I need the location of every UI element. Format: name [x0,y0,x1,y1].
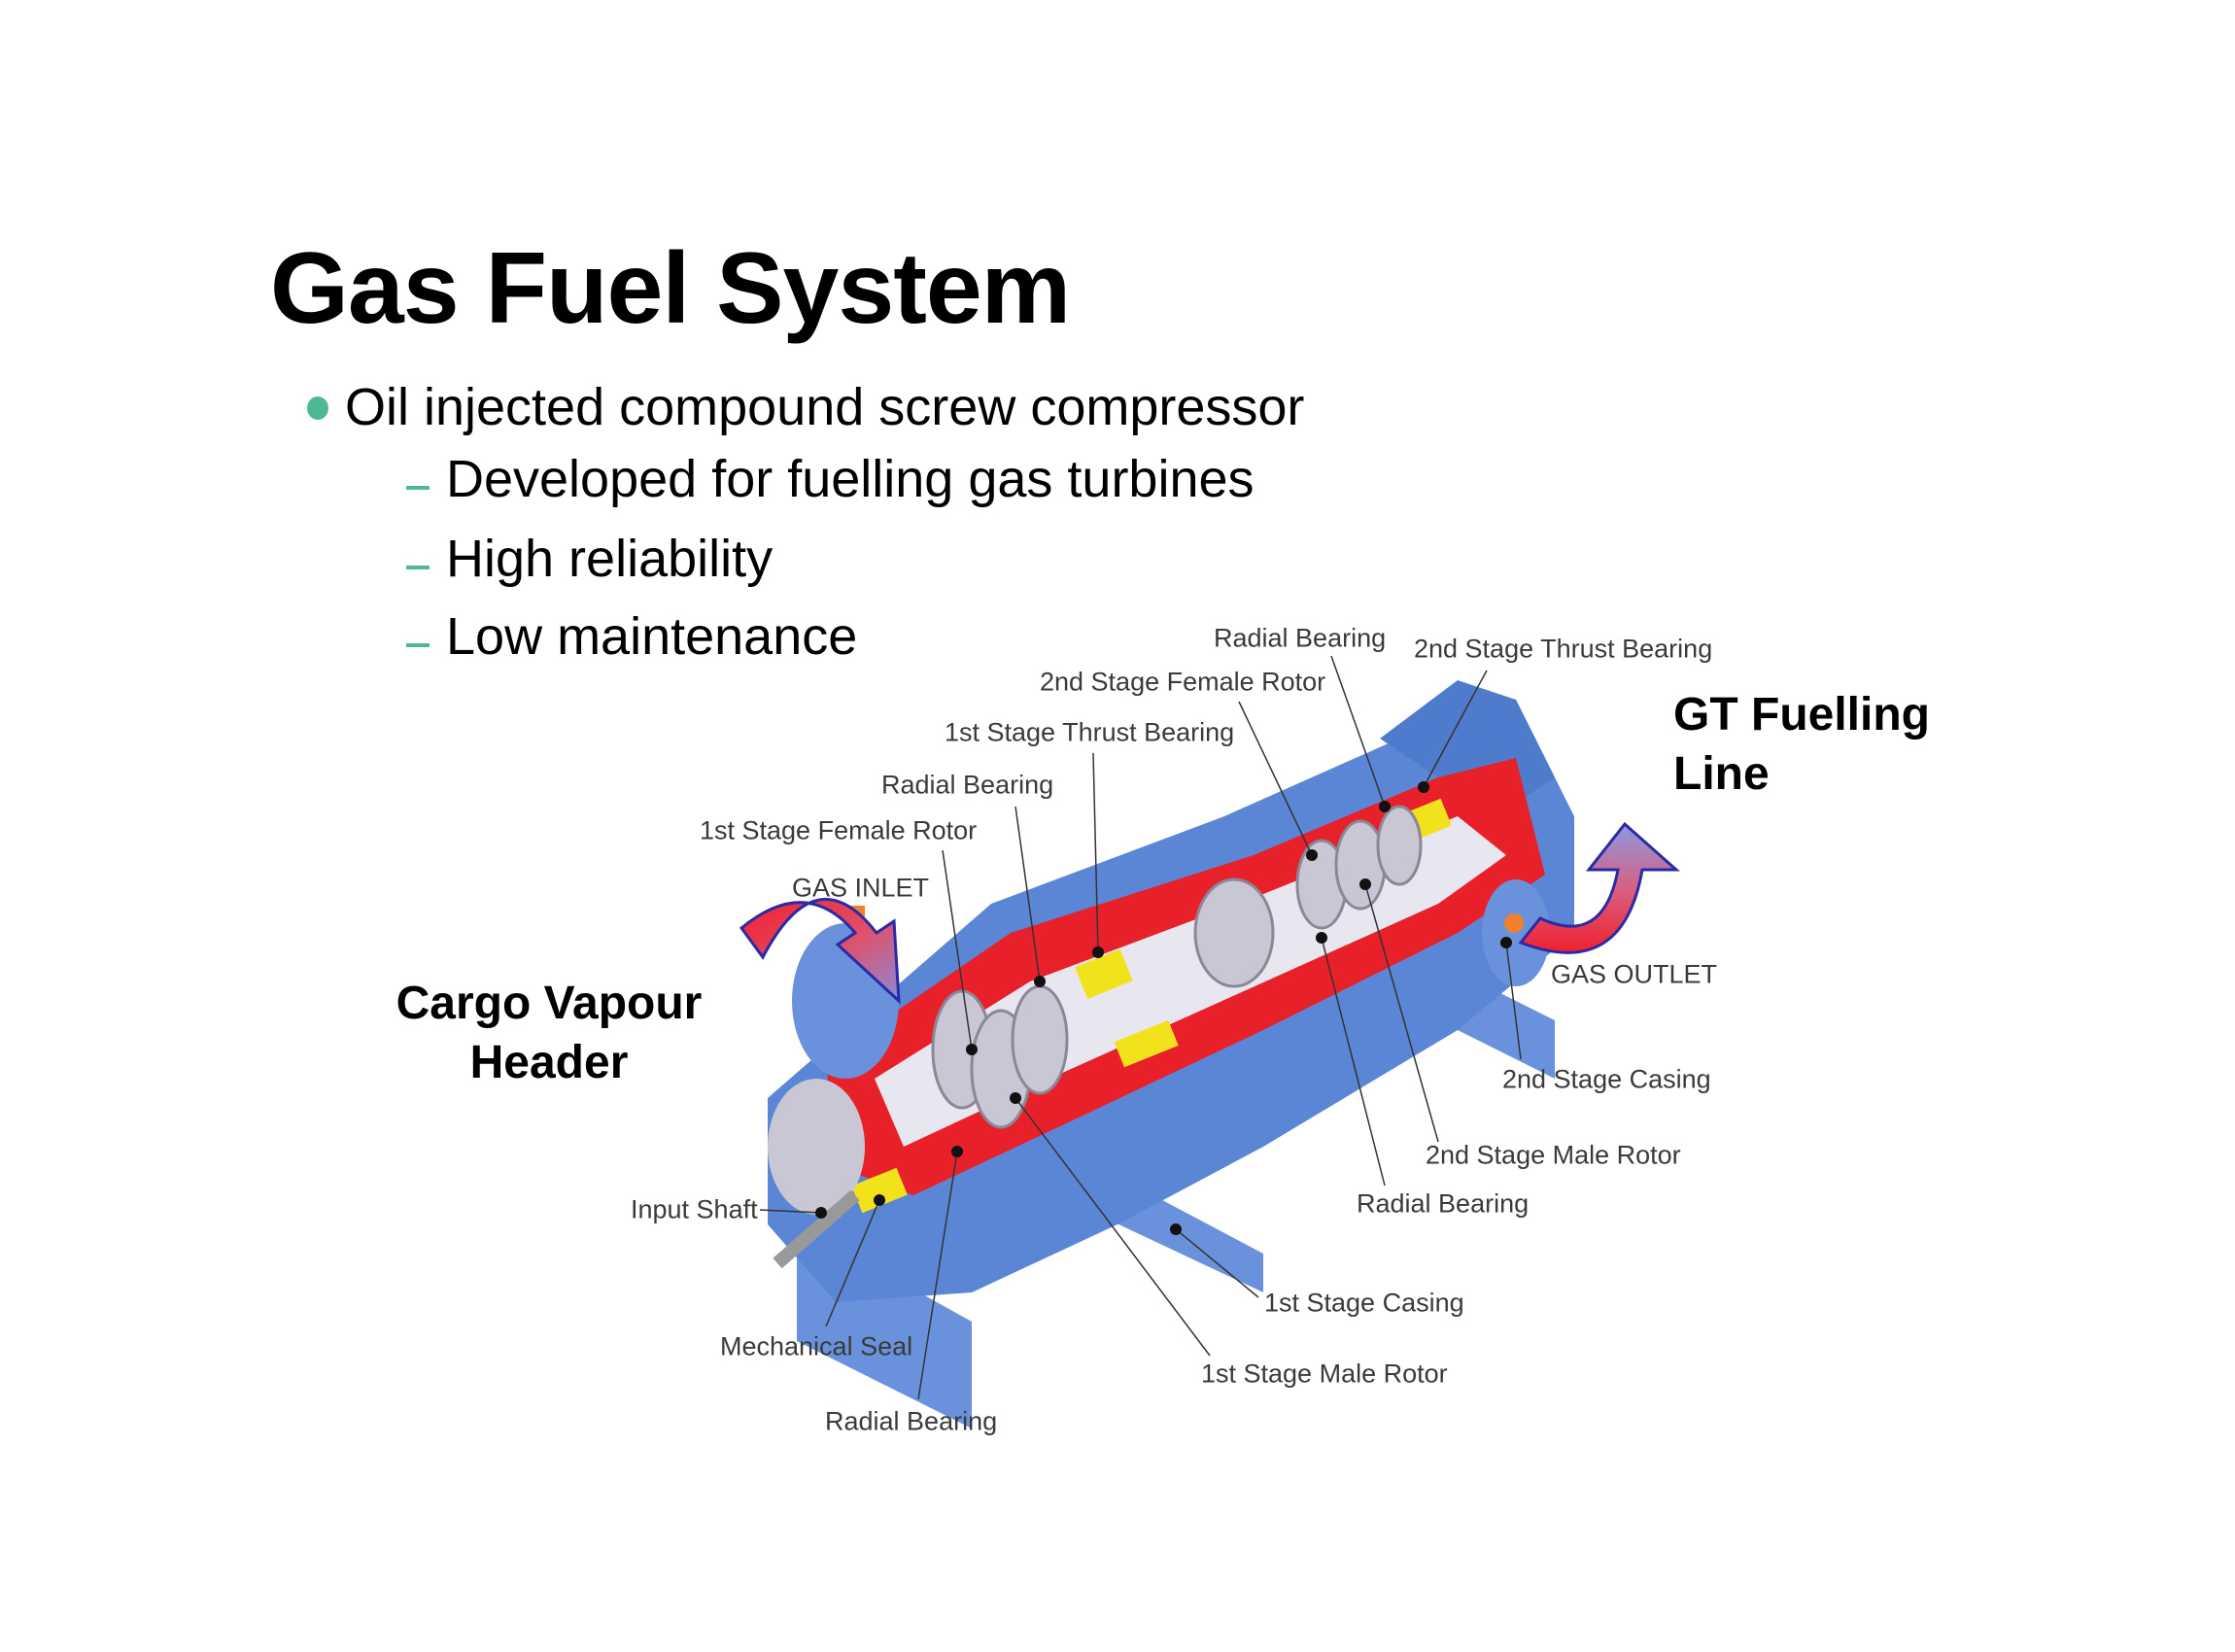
label-radial-bearing: Radial Bearing [825,1406,998,1436]
dash-icon [406,643,430,647]
label-gas-outlet: GAS OUTLET [1551,959,1718,989]
label-1st-stage-casing: 1st Stage Casing [1264,1288,1464,1318]
label-2nd-stage-female-rotor: 2nd Stage Female Rotor [1040,667,1326,697]
label-2nd-stage-casing: 2nd Stage Casing [1502,1064,1711,1094]
dash-icon [406,566,430,569]
label-2nd-stage-thrust-bearing: 2nd Stage Thrust Bearing [1414,634,1713,664]
inlet-caption-line: Header [469,1037,629,1088]
outlet-arrow-icon [1518,821,1680,954]
sub-bullet: Low maintenance [446,607,858,666]
bullet-main: Oil injected compound screw compressor [345,378,1305,436]
label-1st-stage-male-rotor: 1st Stage Male Rotor [1201,1359,1448,1389]
label-radial-bearing: Radial Bearing [1357,1188,1530,1219]
label-input-shaft: Input Shaft [631,1194,758,1224]
label-radial-bearing: Radial Bearing [881,770,1054,800]
inlet-caption-line: Cargo Vapour [395,978,703,1029]
outlet-caption-line: Line [1673,748,1770,800]
bullet-dot-icon [307,396,328,420]
leader-lines [759,655,1522,1400]
label-2nd-stage-male-rotor: 2nd Stage Male Rotor [1426,1140,1681,1170]
slide-title: Gas Fuel System [270,232,1071,345]
label-radial-bearing: Radial Bearing [1214,623,1387,653]
outlet-caption: GT Fuelling Line [1673,685,1930,804]
dash-icon [406,486,430,490]
label-gas-inlet: GAS INLET [792,873,930,903]
outlet-caption-line: GT Fuelling [1673,689,1930,740]
label-mechanical-seal: Mechanical Seal [720,1331,913,1361]
leader-dots [815,781,1512,1235]
label-1st-stage-female-rotor: 1st Stage Female Rotor [700,815,978,845]
sub-bullet: High reliability [446,530,774,588]
label-1st-stage-thrust-bearing: 1st Stage Thrust Bearing [945,717,1235,747]
inlet-arrow-icon [739,897,901,1005]
sub-bullet: Developed for fuelling gas turbines [446,450,1255,508]
compressor-body [768,680,1574,1428]
inlet-caption: Cargo Vapour Header [384,974,714,1092]
